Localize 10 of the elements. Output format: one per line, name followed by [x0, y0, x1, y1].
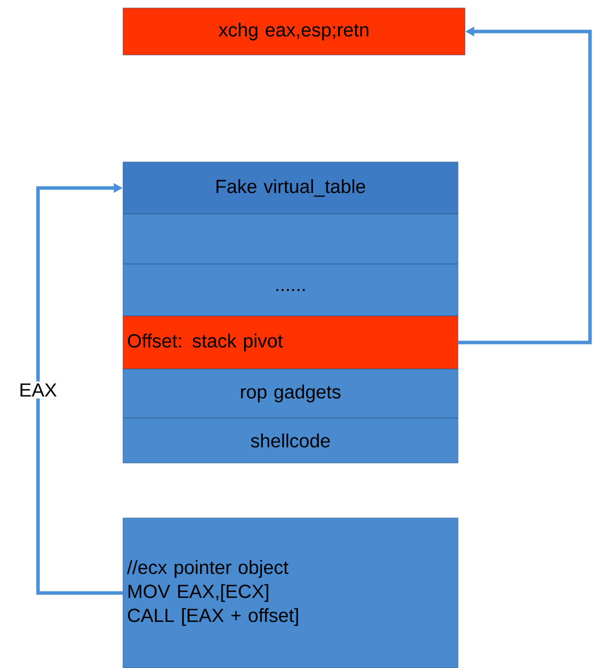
instruction-box: xchg eax,esp;retn: [122, 8, 466, 56]
table-row: rop gadgets: [122, 368, 458, 418]
code-box: //ecx pointer object MOV EAX,[ECX] CALL [EAX + offset]: [122, 518, 458, 668]
table-row: ......: [122, 264, 458, 316]
table-header: Fake virtual_table: [122, 162, 458, 214]
table-row: Offset: stack pivot: [122, 316, 458, 370]
table-row: [122, 214, 458, 264]
arrow: [36, 183, 123, 595]
edge-label: EAX: [17, 381, 59, 399]
table-row: shellcode: [122, 418, 458, 464]
